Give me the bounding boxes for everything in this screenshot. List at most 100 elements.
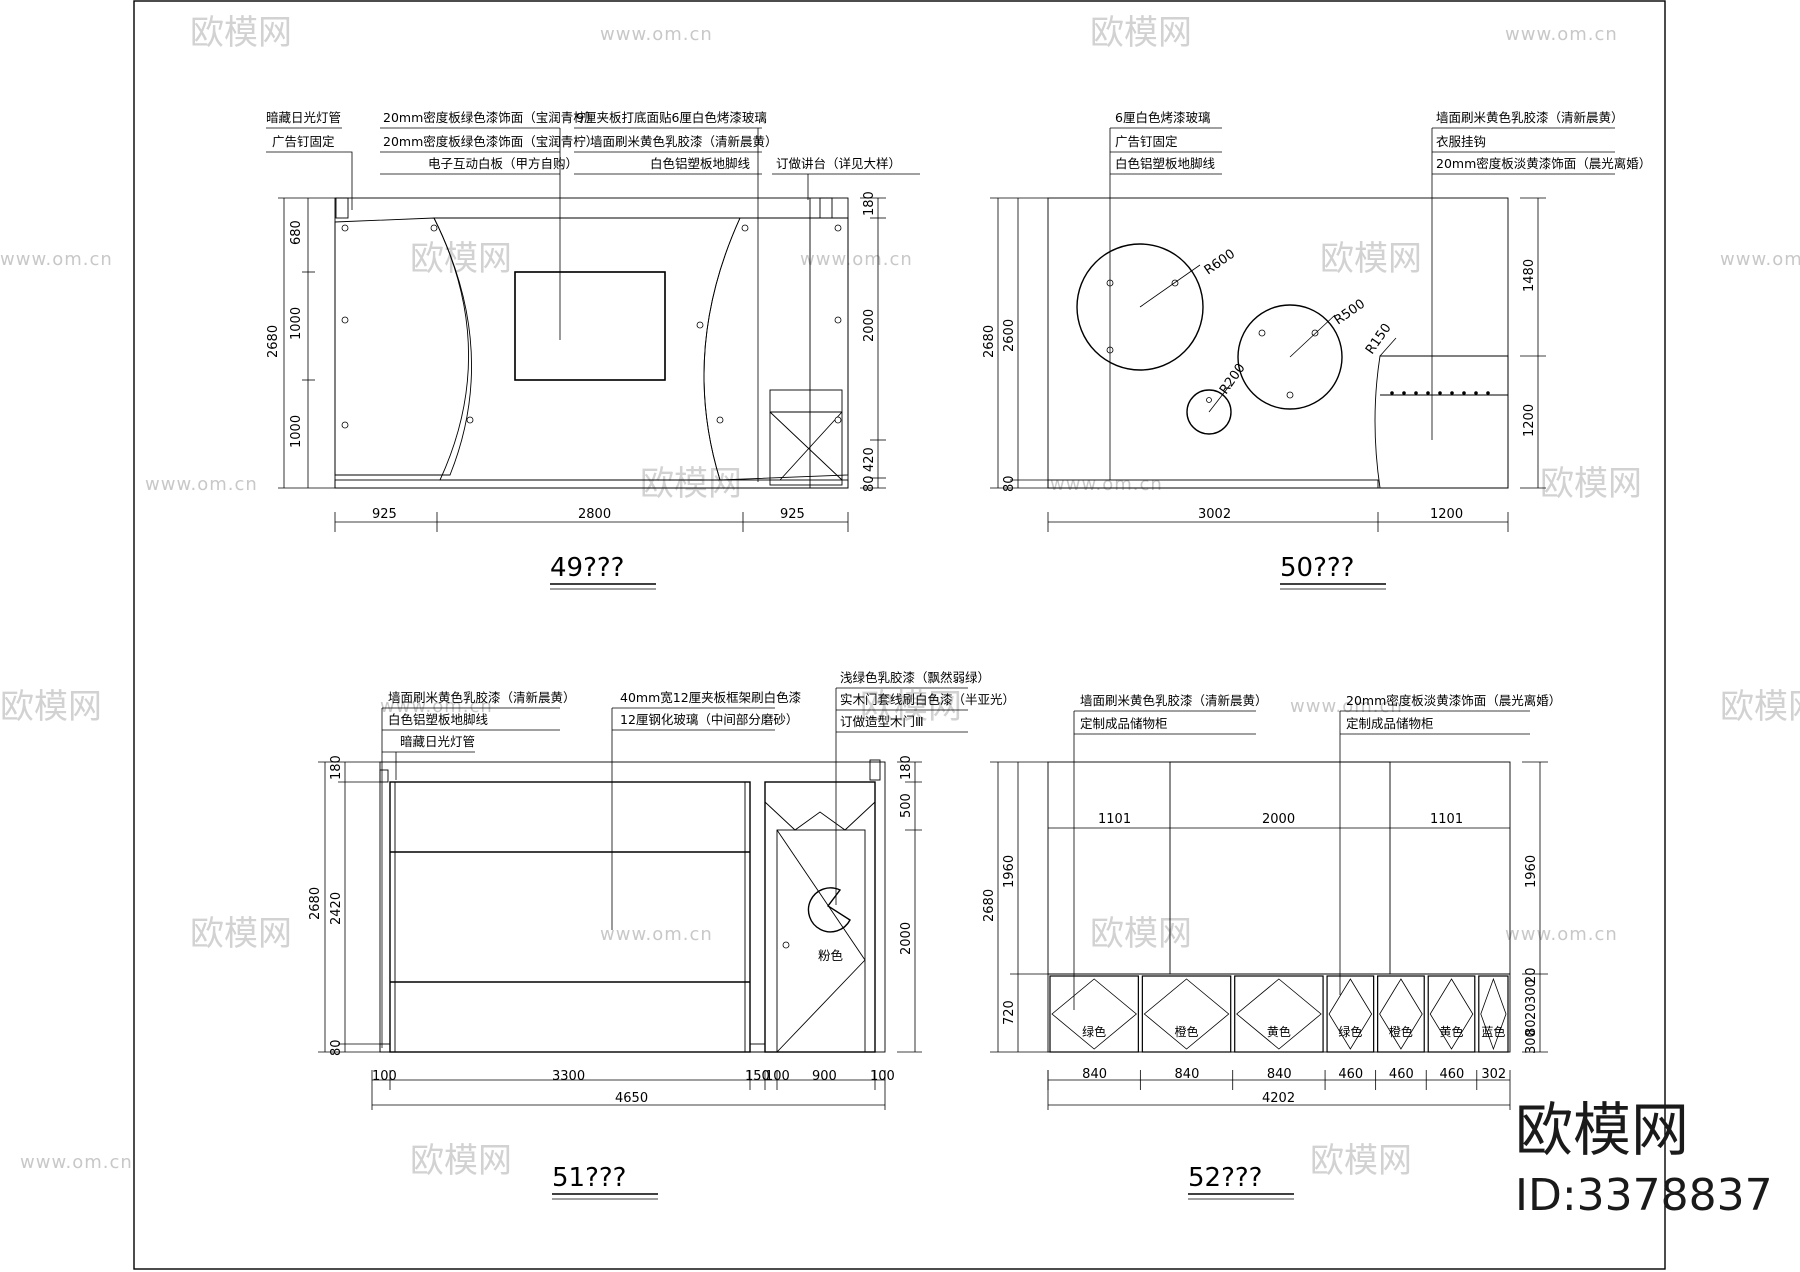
label: 订做造型木门Ⅲ [840,714,924,729]
dim-text: 180 [329,755,344,780]
watermark-text: 欧模网 [1720,687,1800,727]
label: 定制成品储物柜 [1346,716,1434,731]
dim-text: 100 [372,1069,397,1084]
radius-label: R200 [1217,361,1249,397]
dim-text: 80 [862,475,877,492]
dim-text: 2680 [982,325,997,358]
skirting [1047,479,1379,489]
label: 墙面刷米黄色乳胶漆（清新晨黄） [388,690,576,705]
watermark-text: 欧模网 [860,687,962,727]
cabinet-color-label: 橙色 [1389,1024,1413,1039]
watermark-url: www.om.cn [600,924,713,945]
watermark-text: 欧模网 [1090,13,1192,53]
watermark-url: www.om.cn [1050,474,1163,495]
door-color-label: 粉色 [818,948,844,963]
cabinet-diamond [1379,978,1423,1050]
dim-text: 2600 [1002,319,1017,352]
watermark-text: 欧模网 [1320,239,1422,279]
cabinet-diamond [1143,978,1230,1050]
dim-text: 2800 [578,507,611,522]
watermark-text: 欧模网 [190,13,292,53]
label: 电子互动白板（甲方自购） [428,156,578,171]
dim-text: 100 [765,1069,790,1084]
cabinet-box [1377,975,1425,1053]
wall-outline [1047,197,1509,489]
label: 广告钉固定 [1115,134,1178,149]
label: 暗藏日光灯管 [400,734,475,749]
door-frame[interactable] [764,781,876,1053]
cabinet-color-label: 绿色 [1338,1024,1362,1039]
dim-text: 1200 [1430,507,1463,522]
dim-text: 1480 [1522,259,1537,292]
dim-text: 20 [1524,967,1539,984]
label: 墙面刷米黄色乳胶漆（清新晨黄） [1080,693,1268,708]
brand-logo: 欧模网 ID:3378837 [1515,1096,1773,1221]
watermark-url: www.om.cn [800,249,913,270]
label: 定制成品储物柜 [1080,716,1168,731]
dim-text: 300 [1524,1029,1539,1054]
elevation-title: 50??? [1280,553,1354,583]
whiteboard-glass [514,271,666,381]
label: 12厘钢化玻璃（中间部分磨砂） [620,712,798,727]
cabinet-box [1049,975,1139,1053]
watermark-url: www.om.cn [1290,696,1403,717]
watermark-text: 欧模网 [1540,464,1642,504]
dim-text: 2000 [862,309,877,342]
dim-text: 840 [1175,1067,1200,1082]
watermark-text: 欧模网 [0,687,102,727]
dim-text: 20 [1524,1003,1539,1020]
dim-text: 2680 [308,887,323,920]
door-leaf[interactable] [776,829,866,1053]
whiteboard [514,271,666,381]
door-handle[interactable] [782,941,790,949]
label: 广告钉固定 [272,134,335,149]
dim-text: 4202 [1262,1091,1295,1106]
label: 暗藏日光灯管 [266,110,341,125]
watermark-url: www.om.cn [145,474,258,495]
dims-49: 925 2800 925 680 1000 1000 2680 180 2000… [266,191,886,532]
dim-text: 302 [1481,1067,1506,1082]
cabinet-diamond [1328,978,1373,1050]
dim-text: 1000 [289,307,304,340]
glass-partition [389,781,751,1053]
dim-text: 925 [780,507,805,522]
cabinet-box [1326,975,1375,1053]
dim-text: 1000 [289,415,304,448]
dim-text: 1200 [1522,404,1537,437]
elevation-title: 52??? [1188,1163,1262,1193]
cabinet-color-label: 黄色 [1440,1025,1464,1039]
wall-outline [1047,761,1511,1053]
wood-panel [1374,355,1509,489]
watermark-url: www.om.cn [1720,249,1800,270]
dim-text: 840 [1082,1067,1107,1082]
radius-label: R600 [1202,247,1238,279]
watermark-url: www.om.cn [20,1152,133,1173]
elevation-50: R600 R500 R200 R150 6厘白色烤漆玻璃 广告钉固定 白色铝塑板… [982,110,1651,590]
cabinet-diamond [1429,978,1474,1050]
label: 白色铝塑板地脚线 [1115,156,1216,171]
label: 白色铝塑板地脚线 [388,712,489,727]
label: 40mm宽12厘夹板框架刷白色漆 [620,690,801,705]
mirror-medium [1237,304,1343,410]
label: 墙面刷米黄色乳胶漆（清新晨黄） [590,134,778,149]
dim-text: 2420 [329,892,344,925]
dim-text: 2680 [982,889,997,922]
dim-text: 150 [745,1069,770,1084]
door-ornament [807,887,851,933]
radius-label: R500 [1332,297,1368,329]
mirror-large [1076,243,1204,371]
cabinet-diamond [1051,978,1137,1050]
watermark-text: 欧模网 [410,239,512,279]
elevation-49: 暗藏日光灯管 广告钉固定 20mm密度板绿色漆饰面（宝润青柠） 20mm密度板绿… [266,110,920,590]
podium [769,389,843,486]
dim-text: 80 [1002,475,1017,492]
dim-text: 2000 [899,922,914,955]
dim-text: 925 [372,507,397,522]
label: 白色铝塑板地脚线 [650,156,751,171]
dim-text: 460 [1440,1067,1465,1082]
dim-text: 900 [812,1069,837,1084]
label: 订做讲台（详见大样） [776,156,901,171]
